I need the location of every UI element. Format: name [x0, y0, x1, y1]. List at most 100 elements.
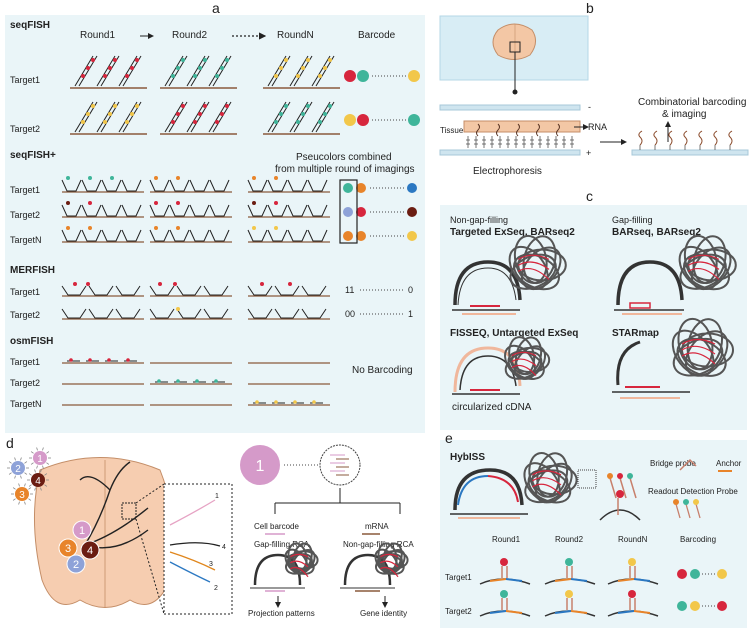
- zoom-number: 4: [222, 544, 226, 551]
- probe-line: [176, 308, 202, 319]
- minus-label: -: [588, 102, 591, 112]
- d-split-lines: [274, 488, 401, 514]
- rca-red-segment: [511, 358, 537, 367]
- probe-line: [189, 204, 210, 217]
- probe-dot: [198, 112, 202, 116]
- imaging-surface: [631, 149, 749, 156]
- zoom-box: [121, 502, 137, 520]
- barcode-dot: [343, 207, 353, 217]
- connector-dot: [512, 89, 518, 95]
- probe-dot: [110, 176, 114, 180]
- probe-line: [121, 179, 142, 192]
- probe-line: [267, 229, 288, 242]
- cell-barcode-label: Cell barcode: [254, 522, 299, 531]
- top-electrode: [439, 104, 581, 111]
- rca-loop: [520, 246, 562, 291]
- rca-product-ball: [678, 234, 737, 291]
- probe-arm: [554, 578, 572, 582]
- virus-spike: [28, 498, 32, 501]
- probe-dot: [154, 201, 158, 205]
- rca-product-ball: [508, 234, 567, 291]
- probe-line: [307, 179, 328, 192]
- probe-line: [121, 229, 142, 242]
- barcode-dot: [343, 231, 353, 241]
- probe-line: [61, 285, 87, 296]
- virus-spike: [18, 483, 20, 487]
- probe-line: [267, 55, 287, 87]
- rca-loop: [690, 246, 732, 291]
- virus-spike: [28, 473, 32, 476]
- merfish-code2-start: 00: [345, 309, 356, 319]
- seqfish-target2: Target2: [10, 124, 41, 134]
- probe-line: [311, 55, 331, 87]
- bottom-electrode: [439, 149, 581, 156]
- neuron-number: 2: [73, 559, 79, 571]
- readout-dot: [617, 473, 623, 479]
- seqfish-round1: Round1: [80, 30, 116, 41]
- rca-product-ball: [504, 336, 551, 380]
- zoom-number: 3: [209, 561, 213, 568]
- probe-dot: [323, 112, 327, 116]
- barcode-cell-circle: [319, 444, 361, 486]
- probe-dot: [176, 176, 180, 180]
- probe-dot: [81, 120, 85, 124]
- rca-product-ball: [671, 317, 734, 377]
- barcode-dot: [407, 231, 417, 241]
- probe-dot: [113, 104, 117, 108]
- virus-spike: [14, 457, 16, 461]
- probe-line: [121, 204, 142, 217]
- hybiss-rolony: [450, 468, 528, 519]
- probe-dot: [135, 58, 139, 62]
- probe-line: [96, 55, 116, 87]
- probe-line: [267, 101, 287, 133]
- probe-dot: [288, 282, 292, 286]
- rca-loop: [375, 553, 403, 575]
- virus-number: 1: [37, 454, 43, 465]
- virus-spike: [42, 465, 44, 469]
- panel-label-a: a: [212, 0, 220, 16]
- probe-line: [208, 101, 228, 133]
- seqfishplus-note-line2: from multiple round of imagings: [275, 164, 415, 175]
- rca-loop: [684, 330, 729, 377]
- probe-line: [118, 55, 138, 87]
- probe-line: [96, 101, 116, 133]
- probe-line: [186, 101, 206, 133]
- probe-dot: [135, 104, 139, 108]
- osmfish-no-barcoding: No Barcoding: [352, 365, 413, 376]
- barcode-1-number: 1: [256, 458, 265, 475]
- neuron-number: 3: [65, 543, 71, 555]
- probe-dot: [225, 104, 229, 108]
- panel-label-e: e: [445, 430, 453, 446]
- barcode-dot: [408, 114, 420, 126]
- zoom-detail-box: [163, 483, 233, 615]
- barcode-dot: [357, 70, 369, 82]
- probe-arm: [505, 610, 523, 614]
- seqfishplus-probe-group: [61, 176, 330, 243]
- probe-dot: [193, 74, 197, 78]
- probe-line: [115, 308, 141, 319]
- probe-line: [88, 285, 114, 296]
- merfish-code1-end: 0: [408, 285, 414, 295]
- imaging-strand: [683, 130, 688, 146]
- probe-line: [118, 101, 138, 133]
- probe-line: [61, 308, 87, 319]
- osmfish-probe-group: [62, 358, 330, 406]
- nongap-line1: Non-gap-filling: [450, 215, 509, 225]
- probe-dot: [130, 66, 134, 70]
- virus-spike: [44, 484, 48, 487]
- probe-dot: [252, 201, 256, 205]
- virus-spike: [34, 469, 36, 473]
- probe-dot: [279, 66, 283, 70]
- probe-line: [149, 204, 170, 217]
- probe-dot: [306, 104, 310, 108]
- probe-dot: [86, 66, 90, 70]
- barcode-dot: [407, 183, 417, 193]
- readout-dot: [673, 499, 679, 505]
- barcode-dot: [344, 70, 356, 82]
- barcode-dot: [408, 70, 420, 82]
- imaging-strand: [653, 130, 658, 146]
- probe-line: [274, 285, 300, 296]
- virus-spike: [46, 462, 50, 465]
- probe-dot: [328, 58, 332, 62]
